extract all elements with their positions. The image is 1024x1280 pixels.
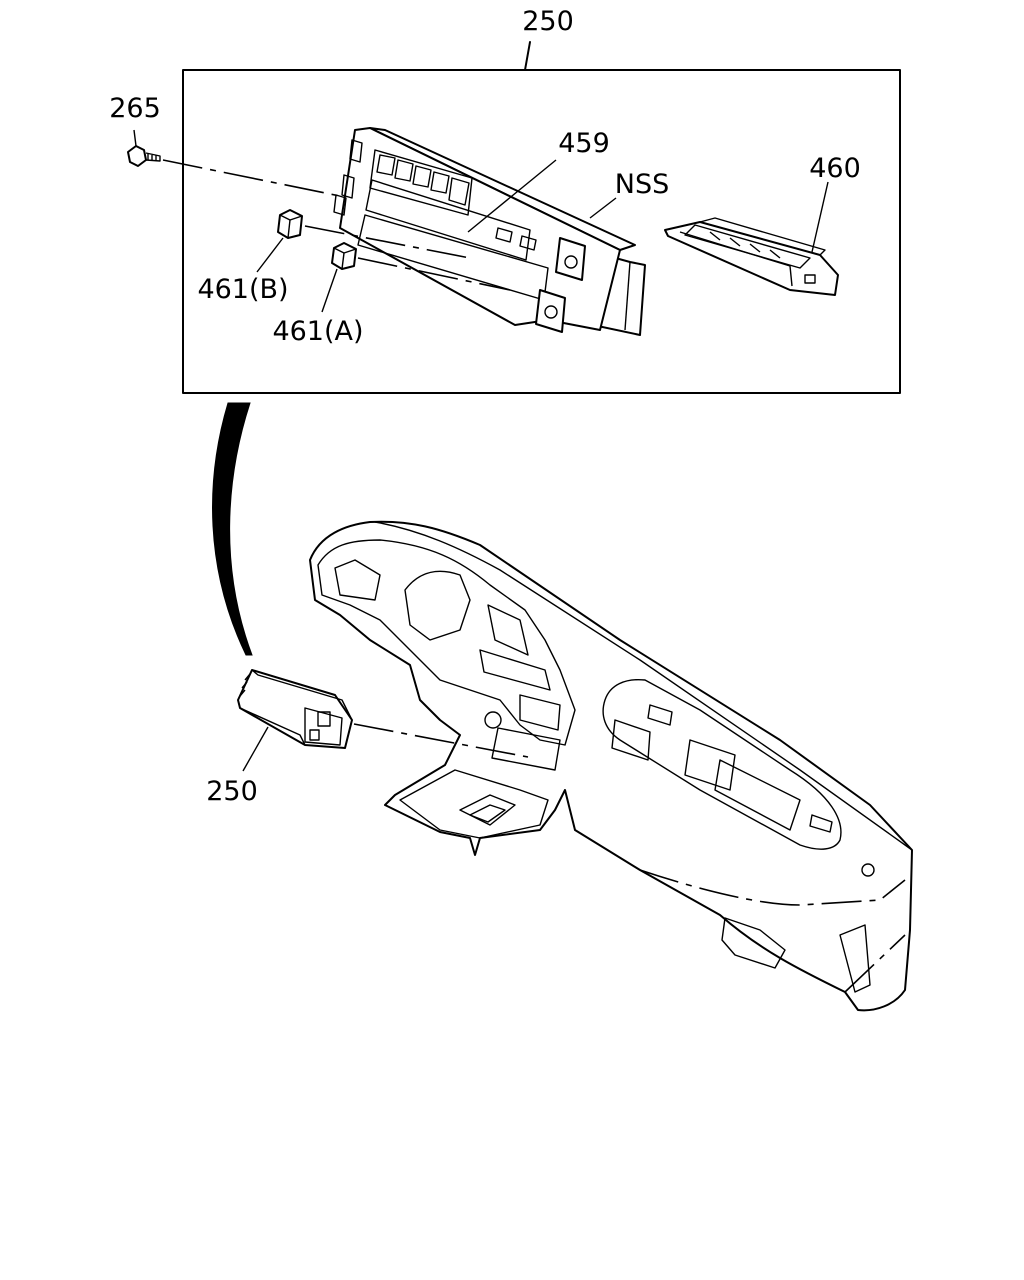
clip-parts: 461(B) 461(A) — [197, 209, 511, 347]
nss-label: NSS — [615, 169, 669, 200]
clip-b-label: 461(B) — [197, 274, 288, 305]
screw-label: 265 — [109, 93, 161, 124]
module-leader — [811, 181, 829, 253]
bottom-assembly-part: 250 — [206, 669, 529, 807]
detail-sweep-arrow — [212, 402, 253, 656]
clip-a-label: 461(A) — [272, 316, 363, 347]
assembly-top-label: 250 — [522, 6, 574, 37]
detail-frame — [182, 69, 901, 394]
assembly-bottom-label: 250 — [206, 776, 258, 807]
clip-b-leader — [256, 237, 284, 273]
screw-part: 265 — [109, 93, 341, 197]
assembly-top-leader — [524, 41, 531, 71]
control-panel-part: 459 NSS — [333, 127, 669, 336]
nss-leader — [589, 197, 617, 219]
module-part: 460 — [664, 153, 861, 296]
detail-box: 250 — [182, 6, 901, 394]
screw-leader — [133, 129, 137, 147]
dashboard-part — [309, 520, 913, 1012]
panel-label: 459 — [558, 128, 610, 159]
clip-a-leader — [321, 268, 338, 313]
assembly-bottom-leader — [242, 726, 269, 772]
module-label: 460 — [809, 153, 861, 184]
assembly-guide-line — [353, 723, 529, 758]
screw-guide-line — [162, 159, 341, 197]
screw-head — [127, 145, 147, 167]
panel-leader — [467, 159, 557, 233]
